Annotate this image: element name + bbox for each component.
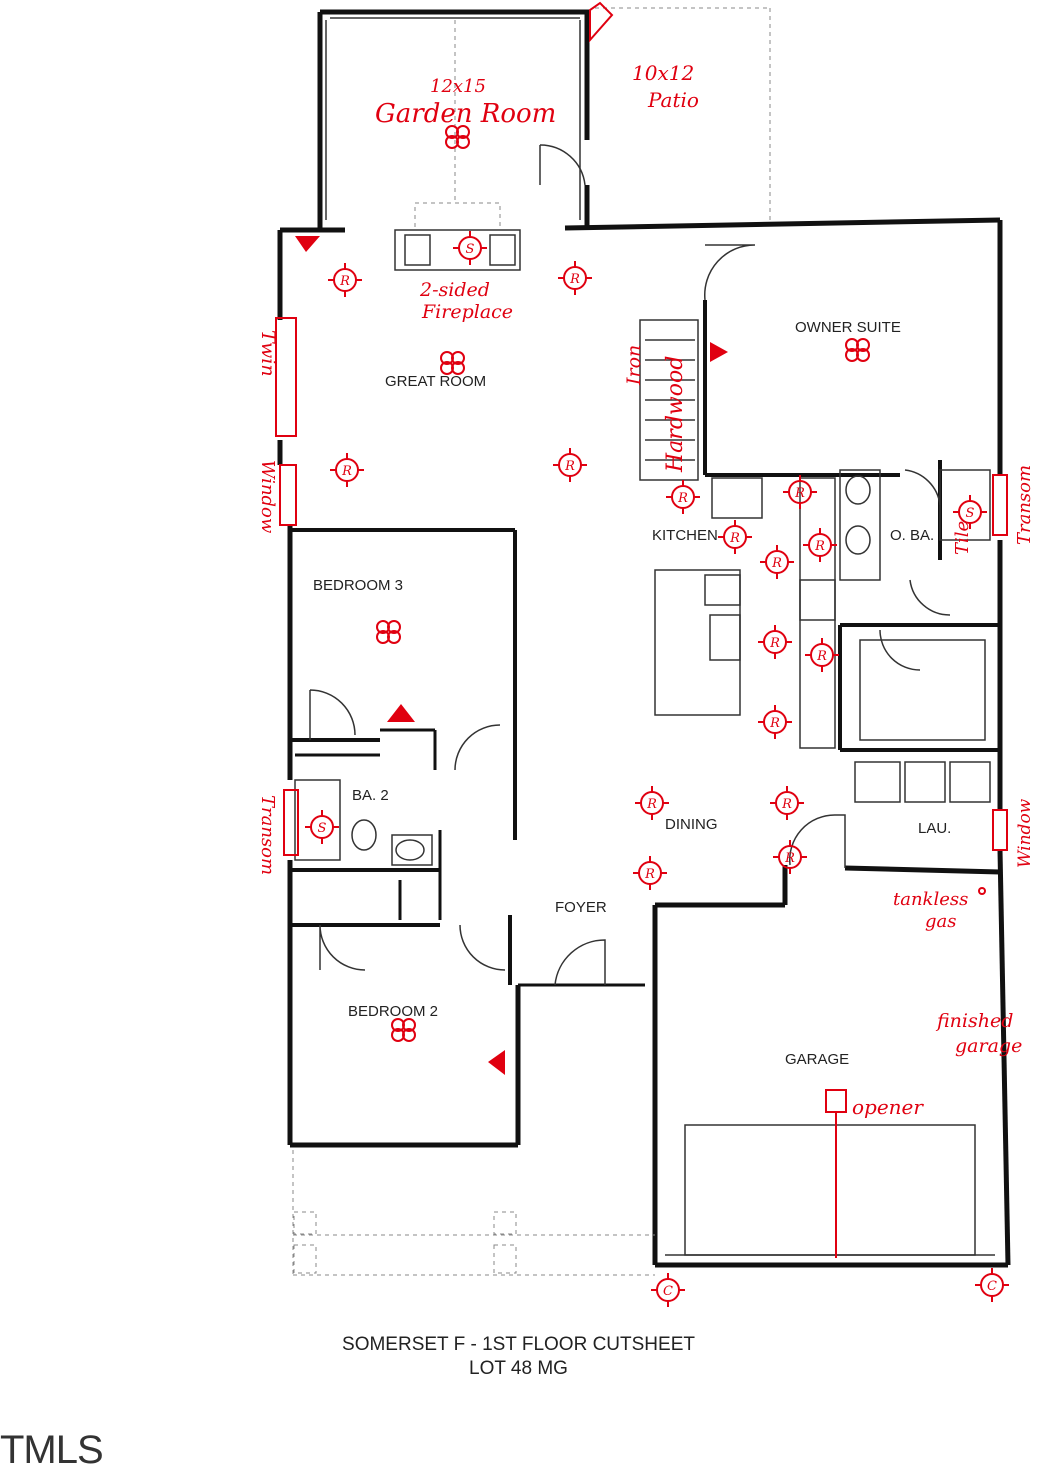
tankless-note-line2: gas bbox=[925, 911, 957, 932]
recessed-light-icon: R bbox=[633, 856, 667, 890]
garden-room-size-note: 12x15 bbox=[430, 76, 486, 97]
exterior-walls bbox=[277, 217, 1011, 1268]
fixture-letter: R bbox=[781, 797, 792, 812]
garage-opener-symbol bbox=[825, 1089, 847, 1258]
fan-icon bbox=[845, 338, 870, 362]
fixture-letter: R bbox=[729, 531, 740, 546]
fixture-letter: R bbox=[814, 539, 825, 554]
sconce-light-icon: S bbox=[953, 495, 987, 529]
fixture-letter: R bbox=[769, 636, 780, 651]
transom-right-note: Transom bbox=[1014, 465, 1035, 545]
recessed-light-icon: R bbox=[553, 448, 587, 482]
recessed-light-icon: R bbox=[666, 480, 700, 514]
ceiling-fan-symbols bbox=[376, 125, 870, 1042]
recessed-light-icon: R bbox=[805, 638, 839, 672]
recessed-light-icon: R bbox=[770, 786, 804, 820]
room-label-bedroom-2: BEDROOM 2 bbox=[348, 1003, 438, 1020]
fireplace-note-line2: Fireplace bbox=[421, 301, 513, 323]
switch-markers bbox=[295, 1, 728, 1075]
recessed-light-icon: R bbox=[803, 528, 837, 562]
recessed-light-icon: R bbox=[758, 625, 792, 659]
fan-icon bbox=[376, 620, 401, 644]
patio-note: Patio bbox=[647, 88, 699, 112]
room-label-garage: GARAGE bbox=[785, 1051, 849, 1068]
garage-door bbox=[665, 1124, 995, 1256]
room-label-bedroom-3: BEDROOM 3 bbox=[313, 577, 403, 594]
fixture-letter: S bbox=[318, 821, 327, 836]
room-label-great-room: GREAT ROOM bbox=[385, 373, 486, 390]
fixture-letter: R bbox=[644, 867, 655, 882]
window-right-note: Window bbox=[1015, 798, 1035, 868]
fixture-letter: R bbox=[339, 274, 350, 289]
fixture-letter: R bbox=[769, 716, 780, 731]
iron-note: Iron bbox=[623, 345, 645, 386]
finished-garage-note-line1: finished bbox=[935, 1010, 1013, 1032]
room-label-dining: DINING bbox=[665, 816, 718, 833]
twin-note: Twin bbox=[257, 330, 279, 377]
front-porch bbox=[292, 1150, 655, 1276]
lot-label: LOT 48 MG bbox=[469, 1358, 568, 1379]
recessed-light-icon: R bbox=[558, 261, 592, 295]
ceiling-light-icon: C bbox=[651, 1273, 685, 1307]
fireplace-note-line1: 2-sided bbox=[419, 279, 490, 301]
sconce-light-icon: S bbox=[453, 231, 487, 265]
fireplace bbox=[394, 202, 521, 271]
fixture-letter: R bbox=[816, 649, 827, 664]
room-label-owner-suite: OWNER SUITE bbox=[795, 319, 901, 336]
patio-outline bbox=[595, 7, 771, 220]
room-label-laundry: LAU. bbox=[918, 820, 951, 837]
fixture-letter: S bbox=[966, 506, 975, 521]
sconce-light-icon: S bbox=[305, 810, 339, 844]
fixture-letter: S bbox=[466, 242, 475, 257]
window-left-note: Window bbox=[257, 460, 278, 534]
fixture-letter: C bbox=[663, 1284, 673, 1299]
recessed-light-icon: R bbox=[328, 263, 362, 297]
recessed-light-icon: R bbox=[330, 453, 364, 487]
tankless-heater-marker bbox=[978, 887, 986, 895]
recessed-light-icon: R bbox=[783, 475, 817, 509]
fixture-letter: C bbox=[987, 1279, 997, 1294]
fixture-letter: R bbox=[569, 272, 580, 287]
hardwood-note: Hardwood bbox=[663, 356, 688, 473]
interior-walls bbox=[290, 244, 1000, 986]
fixture-letter: R bbox=[677, 491, 688, 506]
recessed-light-icon: R bbox=[758, 705, 792, 739]
garden-room-structure bbox=[317, 9, 590, 228]
window-markups bbox=[275, 317, 1008, 856]
stair-treads bbox=[645, 339, 695, 461]
room-label-foyer: FOYER bbox=[555, 899, 607, 916]
fan-icon bbox=[391, 1018, 416, 1042]
opener-note: opener bbox=[852, 1095, 924, 1119]
mls-watermark: TMLS bbox=[0, 1428, 104, 1472]
garden-room-note: Garden Room bbox=[375, 99, 556, 129]
room-label-bath-2: BA. 2 bbox=[352, 787, 389, 804]
transom-left-note: Transom bbox=[257, 795, 278, 875]
recessed-light-icon: R bbox=[718, 520, 752, 554]
fixture-letter: R bbox=[341, 464, 352, 479]
cutsheet-title: SOMERSET F - 1ST FLOOR CUTSHEET bbox=[342, 1334, 695, 1355]
fan-icon bbox=[440, 351, 465, 375]
fixture-letter: R bbox=[784, 851, 795, 866]
recessed-light-icon: R bbox=[760, 545, 794, 579]
fixture-letter: R bbox=[794, 486, 805, 501]
fixture-letter: R bbox=[771, 556, 782, 571]
recessed-light-icon: R bbox=[635, 786, 669, 820]
finished-garage-note-line2: garage bbox=[955, 1035, 1022, 1057]
fixture-letter: R bbox=[646, 797, 657, 812]
tankless-note-line1: tankless bbox=[893, 889, 968, 910]
light-fixtures: R R R R R R R R R R R R R R R R S S S C C bbox=[305, 231, 1009, 1307]
fan-icon bbox=[445, 125, 470, 149]
patio-size-note: 10x12 bbox=[632, 61, 694, 85]
fixture-letter: R bbox=[564, 459, 575, 474]
room-label-kitchen: KITCHEN bbox=[652, 527, 718, 544]
ceiling-light-icon: C bbox=[975, 1268, 1009, 1302]
room-label-owner-bath: O. BA. bbox=[890, 527, 934, 544]
tile-note: Tile bbox=[952, 521, 973, 555]
recessed-light-icon: R bbox=[773, 840, 807, 874]
